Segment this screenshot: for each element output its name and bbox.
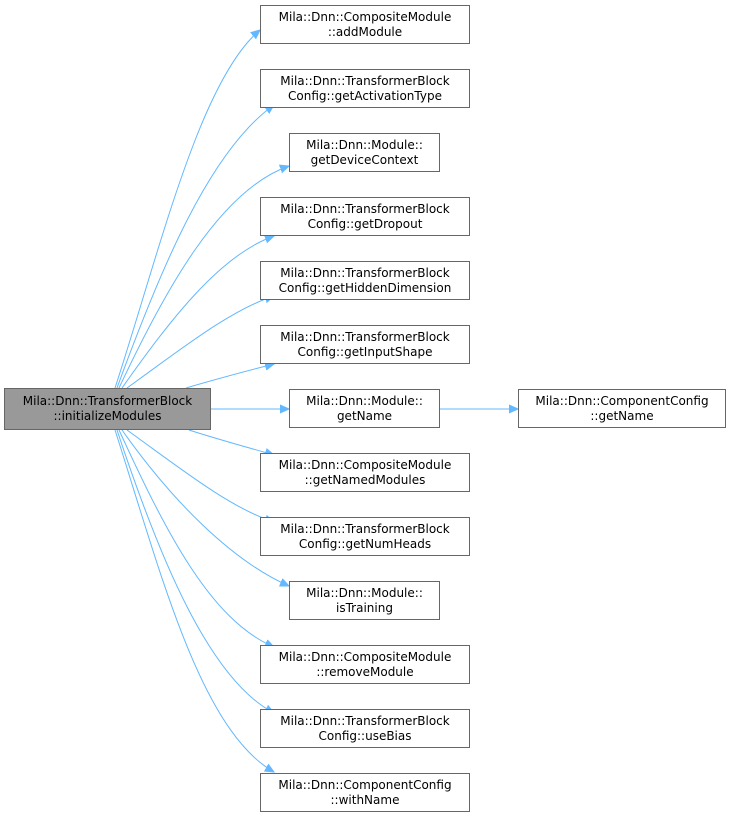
node-get-input-shape[interactable]: Mila::Dnn::TransformerBlock Config::getI… <box>260 325 470 364</box>
node-label-line-2: Config::useBias <box>318 728 412 743</box>
node-label-line-2: Config::getDropout <box>307 216 423 231</box>
node-label-line-1: Mila::Dnn::ComponentConfig <box>535 393 709 408</box>
node-use-bias[interactable]: Mila::Dnn::TransformerBlock Config::useB… <box>260 709 470 748</box>
node-label-line-1: Mila::Dnn::TransformerBlock <box>280 329 450 344</box>
root-node-initialize-modules: Mila::Dnn::TransformerBlock ::initialize… <box>4 388 211 430</box>
node-is-training[interactable]: Mila::Dnn::Module:: isTraining <box>289 581 440 620</box>
node-label-line-2: getDeviceContext <box>310 152 419 167</box>
edge-to-get-named-modules <box>188 429 274 455</box>
node-label-line-2: ::removeModule <box>316 664 414 679</box>
node-label-line-1: Mila::Dnn::TransformerBlock <box>280 73 450 88</box>
node-label-line-1: Mila::Dnn::Module:: <box>306 137 423 152</box>
node-label-line-1: Mila::Dnn::Module:: <box>306 393 423 408</box>
node-label-line-2: ::getNamedModules <box>304 472 426 487</box>
edge-to-is-training <box>121 429 289 586</box>
node-label-line-2: Config::getNumHeads <box>298 536 432 551</box>
edge-to-get-input-shape <box>185 364 274 389</box>
edge-to-with-name <box>114 429 274 772</box>
edge-to-remove-module <box>118 429 274 647</box>
node-get-named-modules[interactable]: Mila::Dnn::CompositeModule ::getNamedMod… <box>260 453 470 492</box>
node-module-get-name[interactable]: Mila::Dnn::Module:: getName <box>289 389 440 428</box>
node-remove-module[interactable]: Mila::Dnn::CompositeModule ::removeModul… <box>260 645 470 684</box>
root-node-label-line-1: Mila::Dnn::TransformerBlock <box>22 394 193 408</box>
edge-to-get-hidden-dimension <box>126 296 274 389</box>
node-with-name[interactable]: Mila::Dnn::ComponentConfig ::withName <box>260 773 470 812</box>
edge-to-get-num-heads <box>126 429 274 522</box>
root-node-label-line-2: ::initializeModules <box>53 409 162 423</box>
node-label-line-1: Mila::Dnn::TransformerBlock <box>280 265 450 280</box>
node-label-line-1: Mila::Dnn::Module:: <box>306 585 423 600</box>
node-label-line-1: Mila::Dnn::TransformerBlock <box>280 521 450 536</box>
node-label-line-2: Config::getActivationType <box>288 88 442 103</box>
node-get-device-context[interactable]: Mila::Dnn::Module:: getDeviceContext <box>289 133 440 172</box>
edge-to-get-activation-type <box>116 105 274 389</box>
node-component-config-get-name[interactable]: Mila::Dnn::ComponentConfig ::getName <box>518 389 726 428</box>
node-label-line-1: Mila::Dnn::ComponentConfig <box>278 777 452 792</box>
node-label-line-1: Mila::Dnn::CompositeModule <box>278 457 452 472</box>
edge-to-add-module <box>114 30 260 389</box>
node-get-activation-type[interactable]: Mila::Dnn::TransformerBlock Config::getA… <box>260 69 470 108</box>
node-get-num-heads[interactable]: Mila::Dnn::TransformerBlock Config::getN… <box>260 517 470 556</box>
node-label-line-1: Mila::Dnn::CompositeModule <box>278 9 452 24</box>
node-label-line-2: Config::getInputShape <box>297 344 433 359</box>
node-label-line-2: ::getName <box>590 408 654 423</box>
node-get-hidden-dimension[interactable]: Mila::Dnn::TransformerBlock Config::getH… <box>260 261 470 300</box>
edge-to-get-dropout <box>121 236 274 389</box>
node-label-line-2: ::withName <box>330 792 400 807</box>
edge-to-use-bias <box>116 429 274 713</box>
node-label-line-2: getName <box>336 408 393 423</box>
node-label-line-1: Mila::Dnn::TransformerBlock <box>280 713 450 728</box>
node-label-line-2: isTraining <box>336 600 393 615</box>
node-add-module[interactable]: Mila::Dnn::CompositeModule ::addModule <box>260 5 470 44</box>
edge-to-get-device-context <box>118 166 289 389</box>
node-label-line-1: Mila::Dnn::CompositeModule <box>278 649 452 664</box>
node-label-line-2: ::addModule <box>327 24 403 39</box>
node-label-line-2: Config::getHiddenDimension <box>278 280 452 295</box>
node-label-line-1: Mila::Dnn::TransformerBlock <box>280 201 450 216</box>
node-get-dropout[interactable]: Mila::Dnn::TransformerBlock Config::getD… <box>260 197 470 236</box>
